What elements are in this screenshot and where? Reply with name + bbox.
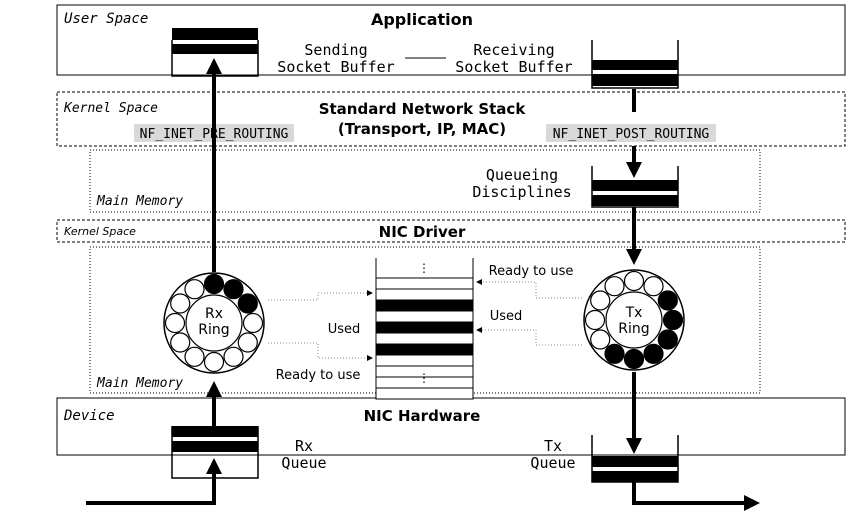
user-space-layer: User Space Application [56,4,846,76]
rx-ring-slot [237,332,258,353]
post-routing-hook: NF_INET_POST_ROUTING [546,124,716,142]
descriptor-row [375,277,474,290]
descriptor-row [375,354,474,367]
main-memory-qdisc-layer: Main Memory Queueing Disciplines [89,149,761,213]
sending-buffer-label-line1: Sending [304,41,367,59]
rx-ready-pointer [268,342,373,361]
rx-ring-slot [223,346,244,367]
tx-ring-slot [643,343,664,364]
nic-driver-title: NIC Driver [379,223,466,241]
tx-ring-slot [623,348,645,370]
qdisc-buffer [591,166,679,208]
descriptor-row [375,299,474,312]
qdisc-label-line2: Disciplines [472,183,571,201]
tx-ring-slot [662,309,684,331]
arrow-right-icon [86,458,222,505]
post-routing-hook-label: NF_INET_POST_ROUTING [553,127,710,142]
descriptor-row [375,332,474,345]
receiving-buffer-label-line2: Socket Buffer [455,58,572,76]
tx-ring-slot [623,270,645,292]
tx-ring-slots [584,270,684,370]
descriptor-table: ⋮ ⋮ [375,258,474,400]
descriptor-row [375,288,474,301]
rx-ring-slot [223,279,244,300]
rx-ring-slot [184,346,205,367]
rx-queue-label-line1: Rx [295,437,313,455]
descriptor-ellipsis-bottom: ⋮ [418,371,430,385]
tx-ring-label-line1: Tx [625,305,643,321]
main-memory-rings-region-label: Main Memory [96,376,183,391]
kernel-space-stack-layer: Kernel Space Standard Network Stack (Tra… [56,91,846,147]
rx-ring-slots [164,273,264,373]
tx-ready-label: Ready to use [489,264,574,279]
rx-ready-label: Ready to use [276,368,361,383]
sending-buffer-label-line2: Socket Buffer [277,58,394,76]
tx-ring-slot [590,290,611,311]
descriptor-row [375,321,474,334]
tx-queue-label-line1: Tx [544,437,562,455]
main-memory-region-label: Main Memory [96,194,183,209]
tx-ring-slot [657,290,678,311]
descriptor-row [375,387,474,400]
qdisc-label-line1: Queueing [486,166,558,184]
rx-ring: Rx Ring [163,272,265,374]
descriptor-rows [375,277,474,400]
rx-used-pointer [268,290,373,301]
network-stack-subtitle: (Transport, IP, MAC) [338,120,506,138]
rx-ring-label-line1: Rx [205,306,223,322]
tx-ring: Tx Ring [583,269,685,371]
receiving-buffer-label-line1: Receiving [473,41,554,59]
tx-queue-label-line2: Queue [530,454,575,472]
rx-used-label: Used [328,322,361,337]
tx-ring-slot [590,329,611,350]
kernel-space-stack-box [56,91,846,147]
descriptor-row [375,343,474,356]
tx-used-label: Used [490,309,523,324]
rx-ring-slot [170,332,191,353]
application-title: Application [371,10,473,29]
rx-ring-slot [203,351,225,373]
tx-ring-slot [643,276,664,297]
user-space-box [56,4,846,76]
tx-ring-slot [584,309,606,331]
tx-ready-pointer [476,279,582,299]
rx-ring-label-line2: Ring [198,322,229,338]
arrow-right-icon [632,482,760,511]
receiving-socket-buffer [591,40,679,89]
user-space-region-label: User Space [64,11,148,27]
tx-ring-slot [657,329,678,350]
kernel-space-driver-region-label: Kernel Space [64,225,136,238]
rx-queue-label-line2: Queue [281,454,326,472]
nic-hardware-title: NIC Hardware [364,407,481,425]
device-region-label: Device [63,408,115,424]
network-stack-title: Standard Network Stack [319,100,527,118]
rx-ring-slot [242,312,264,334]
descriptor-row [375,310,474,323]
main-memory-rings-layer: Main Memory [89,246,761,394]
tx-ring-slot [604,343,625,364]
rx-ring-slot [184,279,205,300]
rx-ring-slot [203,273,225,295]
tx-used-pointer [476,327,582,346]
descriptor-ellipsis-top: ⋮ [418,261,430,275]
rx-ring-slot [164,312,186,334]
tx-ring-slot [604,276,625,297]
tx-ring-label-line2: Ring [618,321,649,337]
rx-ring-slot [170,293,191,314]
kernel-space-region-label: Kernel Space [63,101,158,116]
kernel-space-driver-layer: Kernel Space NIC Driver [56,219,846,243]
rx-ring-slot [237,293,258,314]
